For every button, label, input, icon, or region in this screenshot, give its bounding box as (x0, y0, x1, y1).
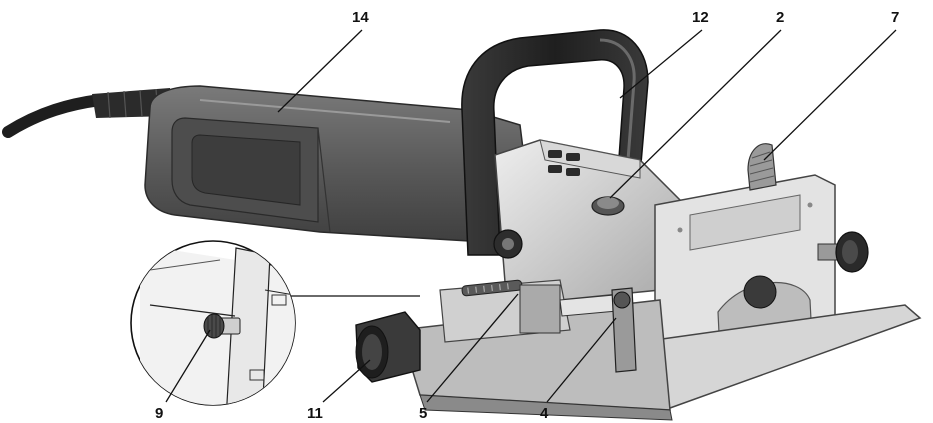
callout-14: 14 (352, 9, 369, 26)
spindle-lock-button (591, 196, 625, 216)
callout-9: 9 (155, 405, 163, 422)
fence-lock-knob (817, 231, 869, 273)
leader-lines (165, 29, 897, 403)
dust-port (355, 311, 421, 383)
depth-lever (559, 287, 637, 373)
motor-housing (144, 85, 536, 246)
depth-stop-rail (439, 279, 571, 343)
callout-2: 2 (776, 9, 784, 26)
adjusting-screw-icon (203, 313, 241, 339)
callout-12: 12 (692, 9, 709, 26)
power-cord (2, 88, 172, 138)
vent-slots (548, 150, 580, 176)
callout-7: 7 (891, 9, 899, 26)
callout-5: 5 (419, 405, 427, 422)
detail-magnifier (130, 240, 420, 406)
gear-head (493, 139, 681, 301)
callout-11: 11 (307, 405, 323, 422)
height-adjust-wheel (747, 143, 777, 191)
carry-handle (461, 29, 649, 256)
callout-4: 4 (540, 405, 549, 422)
